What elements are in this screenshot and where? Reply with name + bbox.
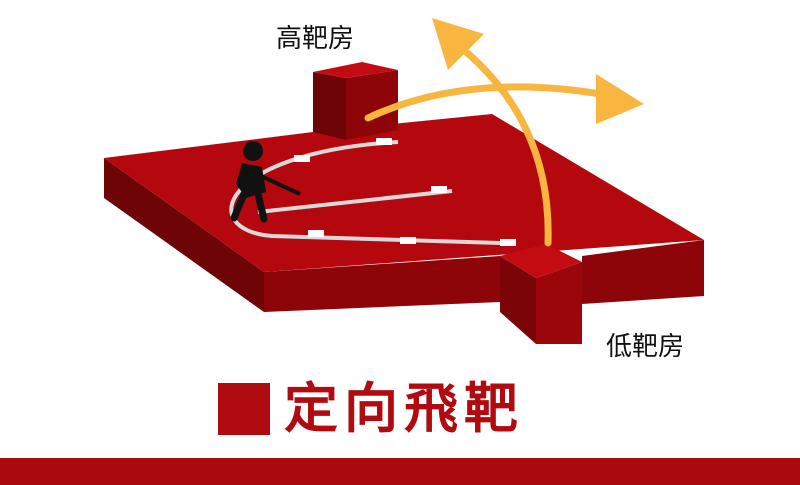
field-side-right [582, 240, 704, 304]
station-marker [431, 186, 447, 193]
high-house-label: 高靶房 [276, 24, 355, 54]
high-house-front [346, 70, 398, 140]
station-arc [229, 140, 501, 245]
low-house-right [536, 262, 582, 344]
high-house-top [313, 62, 398, 78]
page-title: 定向飛靶 [284, 377, 524, 440]
station-marker [294, 155, 310, 162]
shooting-path [229, 138, 516, 246]
low-house-label: 低靶房 [606, 332, 685, 362]
arrow-up-head [432, 18, 484, 70]
shooter-icon [230, 141, 301, 223]
low-house [500, 244, 582, 344]
low-house-top [500, 244, 582, 278]
field-side-left [104, 158, 264, 312]
high-house [313, 62, 398, 140]
arrow-right-head [596, 74, 644, 124]
arrow-right-curve-icon [364, 83, 616, 122]
station-marker [400, 237, 416, 244]
field-front [264, 256, 500, 312]
high-house-left [313, 72, 346, 140]
title-square-icon [218, 383, 270, 435]
center-line [257, 189, 453, 214]
title-block: 定向飛靶 [218, 378, 524, 440]
station-marker [500, 239, 516, 246]
arrow-up-curve-icon [450, 38, 552, 247]
trajectory-low [432, 18, 552, 247]
footer-bar [0, 458, 800, 485]
low-house-front [500, 256, 536, 344]
station-marker [308, 230, 324, 237]
station-marker [376, 138, 392, 145]
field-platform [104, 114, 704, 312]
trajectory-high [364, 74, 644, 124]
